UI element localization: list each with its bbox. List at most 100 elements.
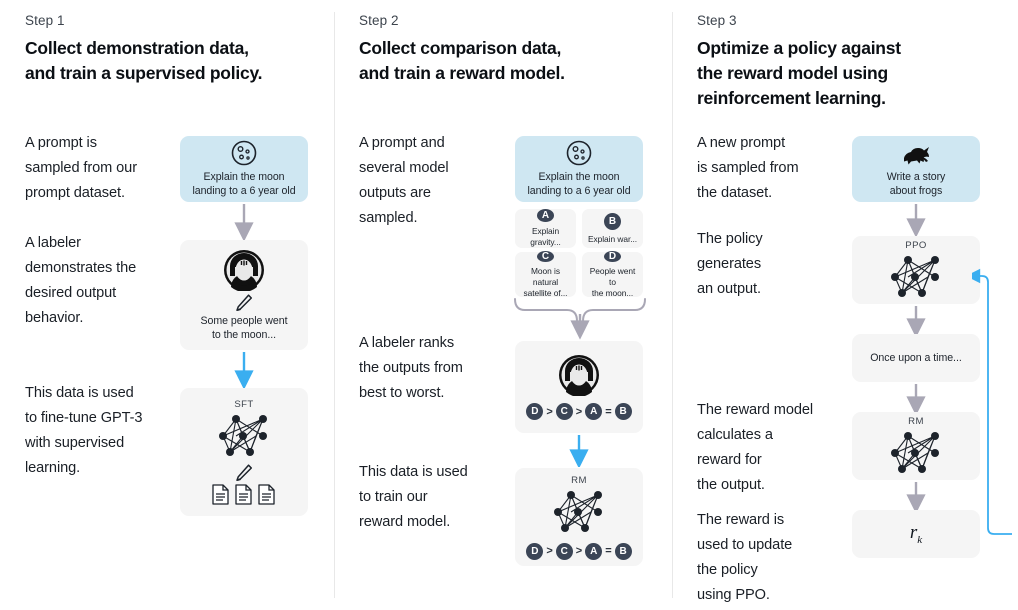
moon-icon (566, 140, 592, 166)
ranking-row-labeler: D > C > A = B (526, 403, 632, 420)
option-text-d: People went to the moon... (589, 265, 636, 298)
column-step-2: Step 2 Collect comparison data, and trai… (334, 0, 672, 610)
step2-prompt-card[interactable]: Explain the moon landing to a 6 year old (515, 136, 643, 202)
step-title-2: Collect comparison data, and train a rew… (359, 36, 659, 86)
step1-sft-card[interactable]: SFT (180, 388, 308, 516)
step2-option-card-c[interactable]: C Moon is natural satellite of... (515, 250, 576, 298)
rank-op-3: = (605, 405, 612, 418)
step3-reward-card[interactable]: rk (852, 510, 980, 558)
step-label-1: Step 1 (25, 13, 65, 28)
reward-symbol-base: r (909, 522, 918, 544)
sft-label: SFT (234, 398, 254, 410)
step-title-3: Optimize a policy against the reward mod… (697, 36, 1007, 111)
caption-1-1: A prompt is sampled from our prompt data… (25, 135, 137, 201)
labeler-icon (558, 354, 600, 396)
step2-rm-card[interactable]: RM D > C > A = B (515, 468, 643, 566)
ranking-row-rm: D > C > A = B (526, 542, 632, 560)
rank-badge-4: B (614, 403, 632, 420)
ppo-label: PPO (905, 239, 927, 251)
caption-1-2: A labeler demonstrates the desired outpu… (25, 235, 137, 326)
caption-2-2: A labeler ranks the outputs from best to… (359, 335, 463, 401)
arrow-down-blue-1 (232, 352, 256, 388)
step1-prompt-text: Explain the moon landing to a 6 year old (192, 171, 296, 197)
step-label-3: Step 3 (697, 13, 737, 28)
pencil-icon (236, 293, 253, 311)
rank-op-2: > (575, 405, 583, 418)
rank-badge-4: B (614, 542, 632, 560)
caption-3-2: The policy generates an output. (697, 231, 763, 297)
step2-option-card-a[interactable]: A Explain gravity... (515, 209, 576, 248)
arrow-down-grey-4 (904, 384, 928, 414)
step1-prompt-card[interactable]: Explain the moon landing to a 6 year old (180, 136, 308, 202)
neural-net-icon (553, 489, 603, 533)
step-title-3-line2: the reward model using (697, 63, 888, 83)
rm-label: RM (908, 415, 924, 427)
column-divider-2 (672, 12, 673, 598)
caption-1-3: This data is used to fine-tune GPT-3 wit… (25, 385, 143, 476)
neural-net-icon (890, 430, 940, 474)
moon-icon (231, 140, 257, 166)
step2-labeler-rank-card[interactable]: D > C > A = B (515, 341, 643, 433)
step-title-3-line1: Optimize a policy against (697, 38, 901, 58)
column-step-1: Step 1 Collect demonstration data, and t… (0, 0, 334, 610)
rank-op-1: > (546, 405, 553, 418)
caption-3-1: A new prompt is sampled from the dataset… (697, 135, 799, 201)
rank-op-2: > (575, 545, 583, 557)
step-title-3-line3: reinforcement learning. (697, 88, 886, 108)
rank-badge-2: C (555, 403, 573, 420)
step3-ppo-card[interactable]: PPO (852, 236, 980, 304)
step3-output-text: Once upon a time... (870, 352, 962, 364)
step2-prompt-text: Explain the moon landing to a 6 year old (527, 171, 631, 197)
rank-op-3: = (605, 545, 612, 557)
step3-rm-card[interactable]: RM (852, 412, 980, 480)
step-title-2-line2: and train a reward model. (359, 63, 565, 83)
step3-prompt-text: Write a story about frogs (886, 170, 946, 197)
reward-symbol: rk (910, 522, 922, 546)
arrow-down-grey-2 (904, 204, 928, 236)
frog-icon (904, 146, 929, 164)
pencil-icon (236, 463, 253, 481)
neural-net-icon (890, 254, 940, 298)
step-label-2: Step 2 (359, 13, 399, 28)
option-text-c: Moon is natural satellite of... (523, 265, 568, 298)
step-title-2-line1: Collect comparison data, (359, 38, 562, 58)
step3-output-card[interactable]: Once upon a time... (852, 334, 980, 382)
step-title-1: Collect demonstration data, and train a … (25, 36, 325, 86)
rm-label: RM (571, 474, 587, 486)
option-badge-c: C (537, 250, 554, 262)
arrow-down-blue-2 (567, 435, 591, 467)
neural-net-icon (218, 413, 268, 457)
step2-option-card-d[interactable]: D People went to the moon... (582, 250, 643, 298)
option-text-a: Explain gravity... (530, 226, 561, 247)
rank-badge-3: A (585, 403, 603, 420)
step-title-1-line2: and train a supervised policy. (25, 63, 263, 83)
brace-merge-arrow (512, 298, 648, 340)
arrow-down-grey-5 (904, 482, 928, 512)
rank-badge-1: D (526, 403, 544, 420)
caption-3-4: The reward is used to update the policy … (697, 512, 793, 603)
option-badge-b: B (604, 212, 621, 230)
rank-badge-3: A (585, 542, 603, 560)
step2-option-card-b[interactable]: B Explain war... (582, 209, 643, 248)
option-text-b: Explain war... (587, 233, 638, 244)
option-badge-a: A (537, 209, 554, 222)
rank-badge-2: C (555, 542, 573, 560)
step1-labeler-text: Some people went to the moon... (200, 314, 288, 341)
caption-3-3: The reward model calculates a reward for… (697, 402, 814, 493)
arrow-down-grey-3 (904, 306, 928, 336)
arrow-down-grey-1 (232, 204, 256, 240)
reward-symbol-sub: k (917, 533, 923, 546)
rank-badge-1: D (526, 542, 544, 560)
step3-prompt-card[interactable]: Write a story about frogs (852, 136, 980, 202)
documents-icon (211, 483, 277, 506)
caption-2-3: This data is used to train our reward mo… (359, 464, 468, 530)
column-divider-1 (334, 12, 335, 598)
caption-2-1: A prompt and several model outputs are s… (359, 135, 449, 226)
labeler-icon (223, 248, 265, 291)
rank-op-1: > (546, 545, 553, 557)
step1-labeler-card[interactable]: Some people went to the moon... (180, 240, 308, 350)
feedback-loop-arrow (972, 258, 1018, 543)
option-badge-d: D (604, 250, 621, 262)
column-step-3: Step 3 Optimize a policy against the rew… (672, 0, 1018, 610)
